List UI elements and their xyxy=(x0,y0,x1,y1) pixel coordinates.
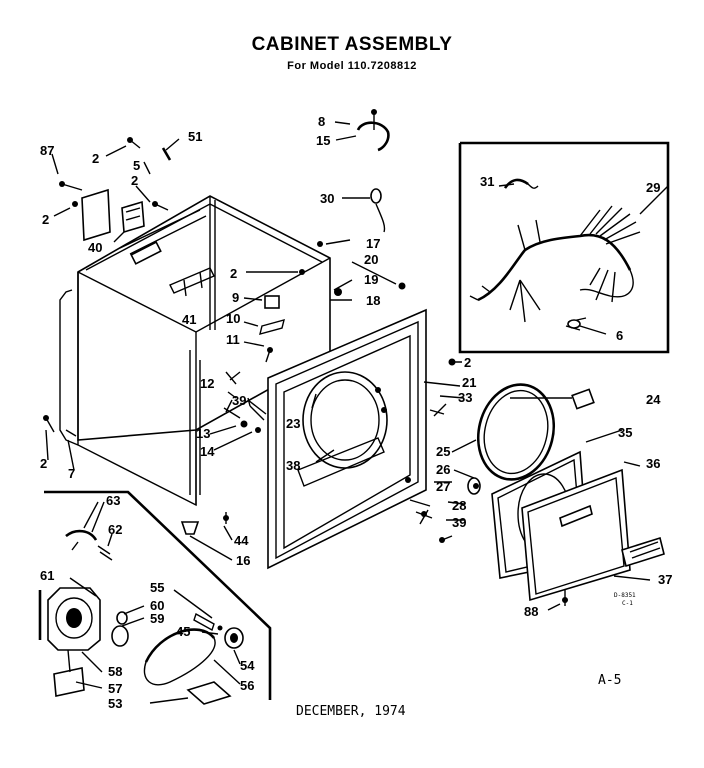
motor-blower-group xyxy=(38,490,272,705)
door-assembly xyxy=(491,388,665,602)
callout-63: 63 xyxy=(106,493,120,508)
callout-labels: 87 2 51 5 2 2 40 8 15 30 17 20 19 18 2 9… xyxy=(40,114,672,711)
callout-21: 21 xyxy=(462,375,476,390)
callout-36: 36 xyxy=(646,456,660,471)
callout-53: 53 xyxy=(108,696,122,711)
figure-code-secondary: C-1 xyxy=(622,600,633,607)
page-reference: A-5 xyxy=(598,673,622,688)
callout-5: 5 xyxy=(133,158,140,173)
callout-56: 56 xyxy=(240,678,254,693)
callout-54: 54 xyxy=(240,658,255,673)
front-panel xyxy=(267,308,427,570)
callout-25: 25 xyxy=(436,444,450,459)
callout-62: 62 xyxy=(108,522,122,537)
callout-18: 18 xyxy=(366,293,380,308)
callout-37: 37 xyxy=(658,572,672,587)
callout-57: 57 xyxy=(108,681,122,696)
callout-87: 87 xyxy=(40,143,54,158)
hardware-parts xyxy=(43,109,568,606)
callout-28: 28 xyxy=(452,498,466,513)
callout-11: 11 xyxy=(226,332,240,347)
callout-24: 24 xyxy=(646,392,661,407)
callout-2: 2 xyxy=(131,173,138,188)
callout-9: 9 xyxy=(232,290,239,305)
callout-6: 6 xyxy=(616,328,623,343)
callout-23: 23 xyxy=(286,416,300,431)
callout-10: 10 xyxy=(226,311,240,326)
wiring-harness-inset xyxy=(458,141,670,354)
callout-51: 51 xyxy=(188,129,202,144)
callout-41: 41 xyxy=(182,312,196,327)
callout-17: 17 xyxy=(366,236,380,251)
callout-2: 2 xyxy=(230,266,237,281)
door-seal xyxy=(476,383,556,481)
callout-31: 31 xyxy=(480,174,494,189)
callout-33: 33 xyxy=(458,390,472,405)
callout-55: 55 xyxy=(150,580,164,595)
callout-27: 27 xyxy=(436,479,450,494)
callout-29: 29 xyxy=(646,180,660,195)
model-subtitle: For Model 110.7208812 xyxy=(287,60,417,72)
callout-20: 20 xyxy=(364,252,378,267)
callout-15: 15 xyxy=(316,133,330,148)
callout-14: 14 xyxy=(200,444,215,459)
callout-2: 2 xyxy=(40,456,47,471)
callout-39: 39 xyxy=(232,393,246,408)
callout-44: 44 xyxy=(234,533,249,548)
callout-12: 12 xyxy=(200,376,214,391)
callout-60: 60 xyxy=(150,598,164,613)
leader-lines xyxy=(45,121,669,704)
callout-35: 35 xyxy=(618,425,632,440)
callout-19: 19 xyxy=(364,272,378,287)
callout-8: 8 xyxy=(318,114,325,129)
callout-7: 7 xyxy=(68,466,75,481)
callout-39: 39 xyxy=(452,515,466,530)
callout-45: 45 xyxy=(176,624,190,639)
callout-2: 2 xyxy=(464,355,471,370)
callout-13: 13 xyxy=(196,426,210,441)
callout-58: 58 xyxy=(108,664,122,679)
date-footer: DECEMBER, 1974 xyxy=(296,704,406,719)
callout-2: 2 xyxy=(42,212,49,227)
callout-38: 38 xyxy=(286,458,300,473)
callout-59: 59 xyxy=(150,611,164,626)
diagram-title: CABINET ASSEMBLY xyxy=(251,34,453,55)
callout-88: 88 xyxy=(524,604,538,619)
callout-26: 26 xyxy=(436,462,450,477)
callout-16: 16 xyxy=(236,553,250,568)
callout-61: 61 xyxy=(40,568,54,583)
figure-code: D-8351 xyxy=(614,592,636,599)
callout-40: 40 xyxy=(88,240,102,255)
callout-2: 2 xyxy=(92,151,99,166)
callout-30: 30 xyxy=(320,191,334,206)
